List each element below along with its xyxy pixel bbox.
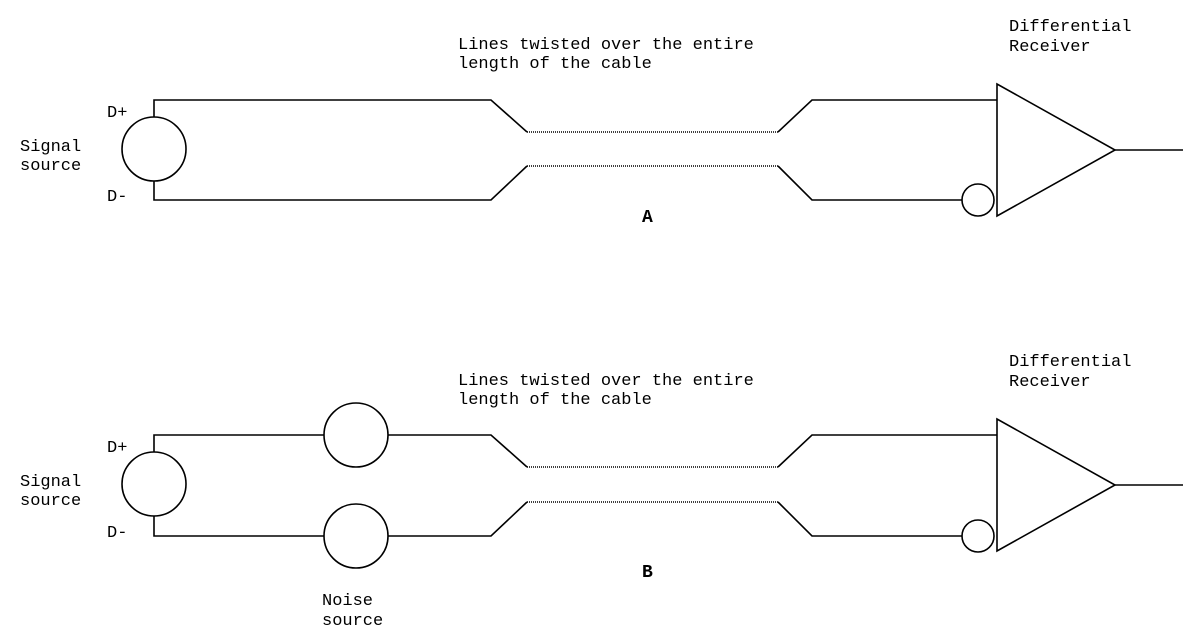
differential-receiver-a [996, 82, 1117, 218]
signal-source-label-a-line2: source [20, 157, 81, 176]
wire-dminus-a-left [153, 165, 528, 201]
diagram-label-b: B [642, 563, 653, 583]
signal-source-label-a-line1: Signal [20, 138, 81, 157]
wire-dminus-b-left [153, 516, 324, 537]
signal-source-b [121, 451, 187, 517]
terminal-dminus-label-b: D- [107, 524, 127, 543]
wire-dplus-a-left [153, 99, 528, 133]
receiver-label-a-line1: Differential [1009, 18, 1131, 37]
inverting-input-bubble-b [961, 519, 995, 553]
twist-note-b-line2: length of the cable [458, 391, 652, 410]
noise-source-b-bottom [323, 503, 389, 569]
diagram-b: D+ D- Signal source Lines twisted over t… [20, 353, 1183, 631]
diagram-label-a: A [642, 208, 653, 228]
receiver-label-b-line2: Receiver [1009, 373, 1091, 392]
noise-source-label-line1: Noise [322, 592, 373, 611]
diagram-a: D+ D- Signal source Lines twisted over t… [20, 18, 1183, 228]
inverting-input-bubble-a [961, 183, 995, 217]
twist-note-b-line1: Lines twisted over the entire [458, 372, 754, 391]
terminal-dplus-label-b: D+ [107, 439, 127, 458]
receiver-label-b-line1: Differential [1009, 353, 1131, 372]
noise-source-label-line2: source [322, 612, 383, 631]
wire-dplus-b-right [777, 434, 997, 468]
twist-note-a-line2: length of the cable [458, 55, 652, 74]
wire-dminus-b-mid [388, 501, 528, 537]
wire-dplus-b-left [153, 434, 324, 452]
noise-source-b-top [323, 402, 389, 468]
differential-receiver-b [996, 417, 1117, 553]
terminal-dplus-label-a: D+ [107, 104, 127, 123]
signal-source-a [121, 116, 187, 182]
receiver-label-a-line2: Receiver [1009, 38, 1091, 57]
terminal-dminus-label-a: D- [107, 188, 127, 207]
twist-note-a-line1: Lines twisted over the entire [458, 36, 754, 55]
wire-dplus-a-right [777, 99, 997, 133]
wire-dplus-b-mid [388, 434, 528, 468]
wire-dminus-a-right [777, 165, 962, 201]
wire-dminus-b-right [777, 501, 962, 537]
signal-source-label-b-line2: source [20, 492, 81, 511]
signal-source-label-b-line1: Signal [20, 473, 81, 492]
